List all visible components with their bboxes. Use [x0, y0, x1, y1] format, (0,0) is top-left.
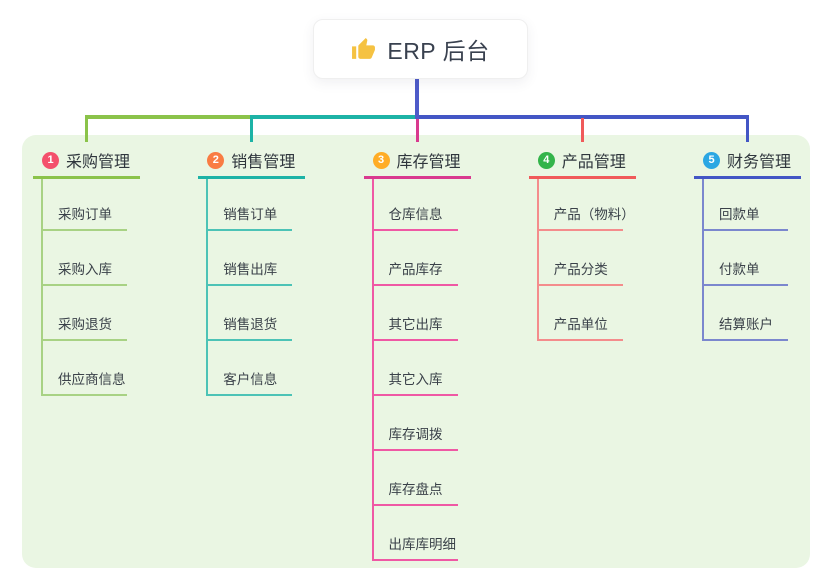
branch-label: 产品管理	[561, 154, 626, 171]
child-underline	[371, 504, 458, 506]
child-underline	[371, 449, 458, 451]
child-node[interactable]: 采购退货	[58, 317, 112, 332]
child-node[interactable]: 产品库存	[388, 262, 443, 277]
branch-badge-5: 5	[703, 151, 720, 169]
child-underline	[41, 394, 127, 396]
child-underline	[206, 229, 293, 231]
bus-segment-teal	[251, 115, 419, 119]
branch-drop-line	[415, 118, 419, 142]
branch-drop-line	[580, 118, 584, 142]
child-underline	[41, 284, 127, 286]
child-underline	[41, 339, 127, 341]
child-node[interactable]: 产品分类	[553, 262, 608, 277]
branch-badge-4: 4	[537, 151, 555, 169]
child-node[interactable]: 库存调拨	[388, 427, 443, 442]
child-spine-line	[702, 179, 704, 341]
child-node[interactable]: 回款单	[719, 207, 760, 222]
branch-header-4[interactable]: 4 产品管理	[537, 150, 626, 171]
bus-segment-blue	[415, 115, 749, 119]
child-node[interactable]: 仓库信息	[388, 207, 443, 222]
child-underline	[206, 284, 293, 286]
child-underline	[371, 559, 458, 561]
child-node[interactable]: 产品单位	[553, 317, 608, 332]
branch-header-2[interactable]: 2 销售管理	[207, 150, 296, 171]
child-node[interactable]: 采购入库	[58, 262, 112, 277]
child-underline	[206, 339, 293, 341]
child-spine-line	[371, 179, 374, 561]
child-node[interactable]: 其它出库	[388, 317, 443, 332]
branch-label: 库存管理	[396, 154, 461, 171]
child-underline	[536, 284, 623, 286]
branch-badge-2: 2	[207, 151, 225, 169]
child-underline	[206, 394, 293, 396]
child-underline	[702, 229, 788, 231]
branch-label: 销售管理	[231, 154, 296, 171]
child-underline	[371, 394, 458, 396]
branch-underline	[363, 176, 471, 179]
child-underline	[702, 339, 788, 341]
child-spine-line	[41, 179, 43, 396]
root-node-label: ERP 后台	[387, 38, 490, 64]
child-node[interactable]: 采购订单	[58, 207, 112, 222]
child-node[interactable]: 销售出库	[223, 262, 278, 277]
child-node[interactable]: 出库库明细	[388, 537, 457, 552]
child-underline	[371, 339, 458, 341]
branch-badge-1: 1	[42, 151, 59, 169]
thumbs-up-icon	[351, 37, 376, 62]
child-underline	[702, 284, 788, 286]
branch-drop-line	[746, 115, 749, 142]
branch-underline	[33, 176, 140, 179]
branch-underline	[528, 176, 636, 179]
child-underline	[536, 339, 623, 341]
mindmap-canvas	[22, 135, 810, 568]
branch-header-3[interactable]: 3 库存管理	[372, 150, 461, 171]
branch-header-1[interactable]: 1 采购管理	[42, 150, 131, 171]
child-node[interactable]: 客户信息	[223, 372, 278, 387]
branch-label: 采购管理	[66, 154, 131, 171]
child-underline	[536, 229, 623, 231]
branch-underline	[198, 176, 306, 179]
branch-label: 财务管理	[727, 154, 792, 171]
child-underline	[41, 229, 127, 231]
child-node[interactable]: 产品（物料）	[553, 207, 635, 222]
child-node[interactable]: 其它入库	[388, 372, 443, 387]
root-connector-line	[415, 79, 419, 119]
child-node[interactable]: 付款单	[719, 262, 760, 277]
child-node[interactable]: 销售订单	[223, 207, 278, 222]
branch-header-5[interactable]: 5 财务管理	[703, 150, 792, 171]
branch-drop-line	[250, 115, 254, 142]
bus-segment-green	[86, 115, 252, 119]
child-underline	[371, 229, 458, 231]
branch-drop-line	[85, 115, 88, 142]
branch-badge-3: 3	[372, 151, 390, 169]
child-spine-line	[536, 179, 539, 341]
child-node[interactable]: 供应商信息	[58, 372, 126, 387]
child-spine-line	[206, 179, 209, 396]
child-underline	[371, 284, 458, 286]
child-node[interactable]: 结算账户	[719, 317, 773, 332]
branch-underline	[694, 176, 801, 179]
root-node[interactable]: ERP 后台	[313, 19, 528, 79]
child-node[interactable]: 销售退货	[223, 317, 278, 332]
child-node[interactable]: 库存盘点	[388, 482, 443, 497]
